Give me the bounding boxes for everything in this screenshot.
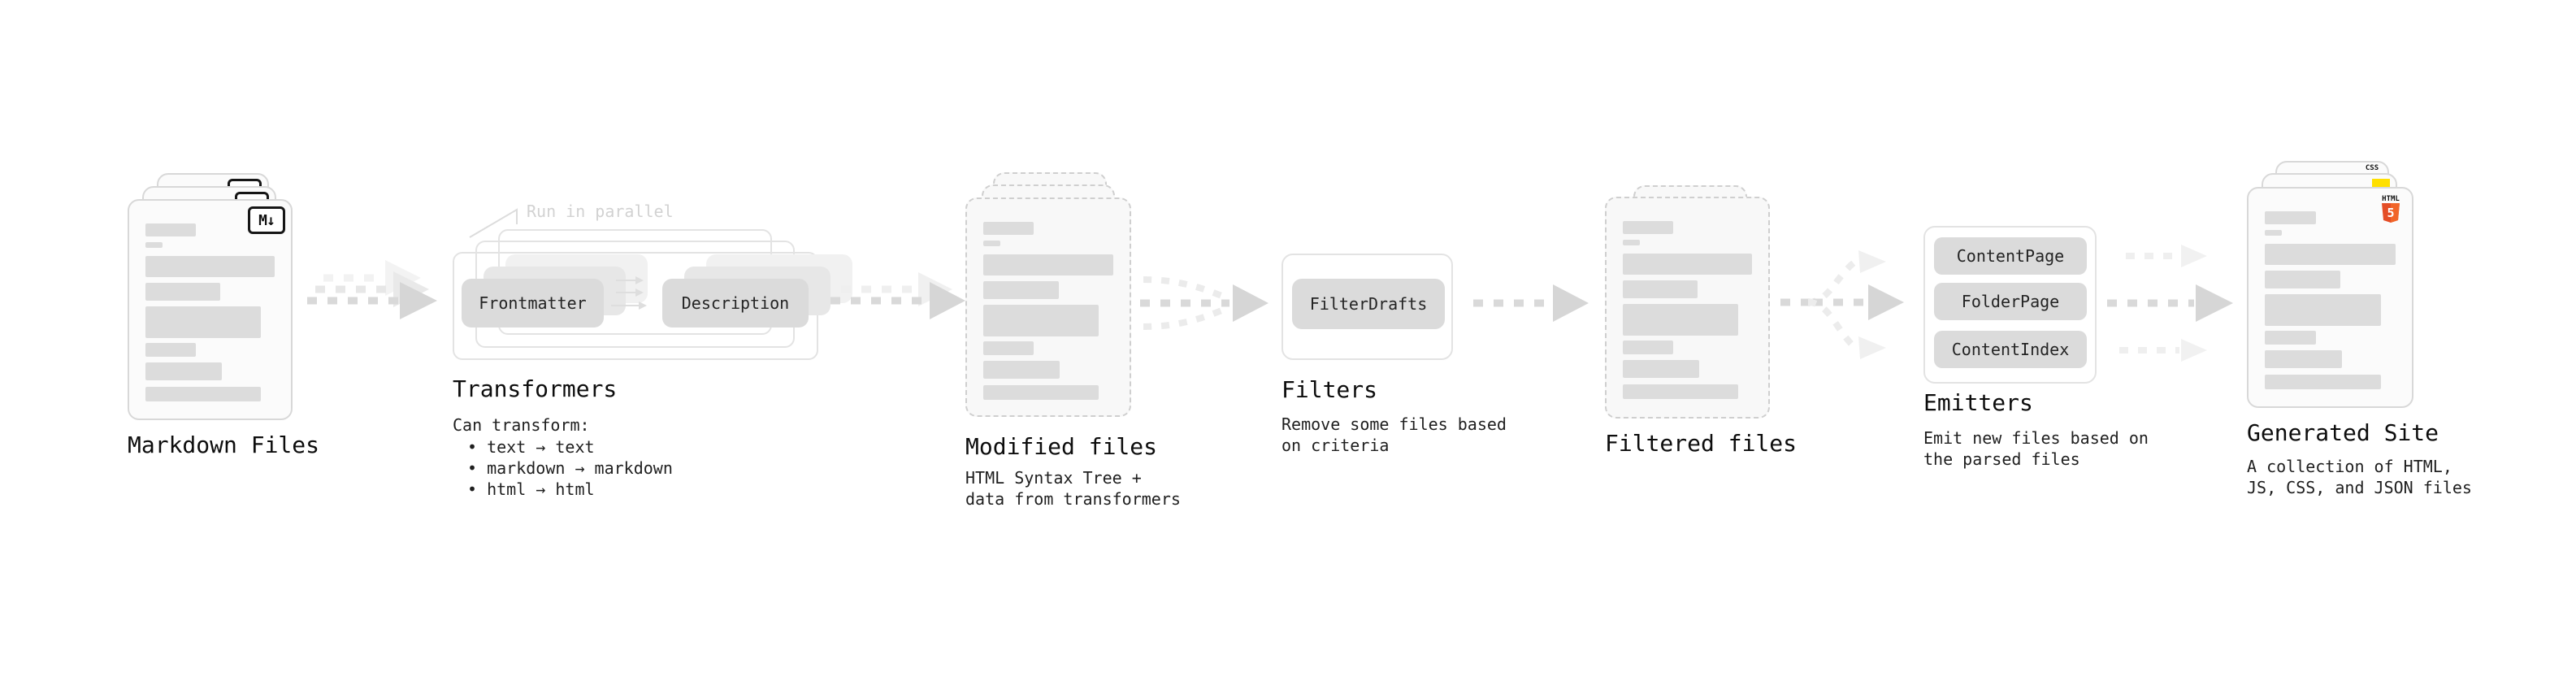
doc-content-placeholder [145,223,275,401]
doc-text-line [983,341,1034,355]
arrow-modified-to-filters [1140,276,1268,330]
doc-text-line [983,254,1113,275]
emitters-frame [1923,226,2097,384]
generated-site-desc: A collection of HTML, [2247,457,2452,476]
filtered-doc-front [1605,197,1770,419]
filters-desc: Remove some files based [1281,414,1507,434]
note-leader-line [469,208,518,238]
arrow-markdown-to-transformers [307,260,437,319]
doc-text-line [983,281,1059,299]
filters-frame [1281,254,1453,360]
stage-filters: FilterDrafts Filters Remove some files b… [1281,254,1507,481]
emitters-desc: Emit new files based on [1923,428,2149,448]
doc-text-line [1623,360,1699,378]
doc-text-line [145,242,163,248]
markdown-files-label: Markdown Files [128,432,320,458]
doc-text-line [983,222,1034,235]
contentpage-node: ContentPage [1934,237,2087,275]
doc-text-line [983,305,1099,336]
doc-content-placeholder [983,222,1113,400]
doc-text-line [2265,230,2282,236]
svg-text:5: 5 [2387,206,2394,220]
html5-icon: HTML 5 [2382,195,2400,223]
filters-label: Filters [1281,376,1378,403]
doc-text-line [145,283,221,301]
modified-doc-front [965,197,1131,417]
modified-files-desc: HTML Syntax Tree + [965,468,1142,488]
markdown-doc-front: M↓ [128,199,293,420]
doc-text-line [2265,244,2396,265]
generated-site-label: Generated Site [2247,419,2439,446]
doc-text-line [1623,240,1640,245]
doc-text-line [2265,375,2382,389]
stage-modified-files: Modified files HTML Syntax Tree + data f… [965,172,1181,514]
arrow-emitters-to-generated [2107,245,2233,362]
doc-text-line [2265,350,2342,368]
doc-text-line [1623,304,1738,336]
doc-text-line [145,387,261,401]
doc-text-line [145,343,196,357]
description-node: Description [662,279,809,327]
doc-text-line [2265,271,2341,288]
transformers-bullet: • markdown → markdown [467,458,673,478]
doc-content-placeholder [2265,211,2396,389]
doc-text-line [983,361,1060,379]
js-icon [2372,179,2390,189]
doc-text-line [1623,254,1752,275]
filters-desc: on criteria [1281,436,1390,455]
frontmatter-node: Frontmatter [462,279,604,327]
doc-text-line [145,306,261,338]
emitters-label: Emitters [1923,389,2033,416]
transformers-bullet: • html → html [467,479,595,499]
doc-text-line [145,362,222,380]
doc-text-line [983,241,1000,246]
modified-files-desc: data from transformers [965,489,1181,509]
doc-text-line [1623,221,1673,234]
contentindex-node: ContentIndex [1934,331,2087,368]
doc-text-line [2265,331,2316,345]
doc-text-line [2265,294,2382,326]
svg-text:HTML: HTML [2382,195,2400,203]
doc-text-line [1623,280,1698,298]
arrow-filters-to-filtered [1473,284,1589,322]
generated-doc-html: HTML 5 [2247,187,2413,408]
emitters-desc: the parsed files [1923,449,2080,469]
doc-text-line [1623,384,1738,399]
stage-markdown-files: M↓ M↓ M↓ Markdown Files [128,173,323,466]
doc-text-line [1623,340,1673,354]
stage-transformers: Run in parallel Frontmatter Description … [453,202,852,502]
doc-content-placeholder [1623,221,1752,399]
filtered-files-label: Filtered files [1605,430,1798,457]
folderpage-node: FolderPage [1934,283,2087,320]
doc-text-line [145,256,275,277]
transform-mini-arrows [611,276,647,310]
stage-generated-site: CSS HTML 5 Generated Site A collection o… [2247,161,2472,502]
doc-text-line [145,223,196,236]
arrow-transformers-to-modified [830,272,965,319]
doc-text-line [2265,211,2316,224]
markdown-icon: M↓ [248,206,285,234]
run-in-parallel-note: Run in parallel [527,202,674,221]
generated-site-desc: JS, CSS, and JSON files [2247,478,2472,497]
arrow-filtered-to-emitters [1780,250,1904,359]
stage-emitters: ContentPage FolderPage ContentIndex Emit… [1923,226,2149,486]
doc-text-line [983,385,1099,400]
transformers-label: Transformers [453,375,618,402]
stage-filtered-files: Filtered files [1605,185,1800,478]
modified-files-label: Modified files [965,433,1158,460]
filterdrafts-node: FilterDrafts [1292,279,1445,329]
transformers-desc-heading: Can transform: [453,415,590,435]
transformers-bullet: • text → text [467,437,595,457]
